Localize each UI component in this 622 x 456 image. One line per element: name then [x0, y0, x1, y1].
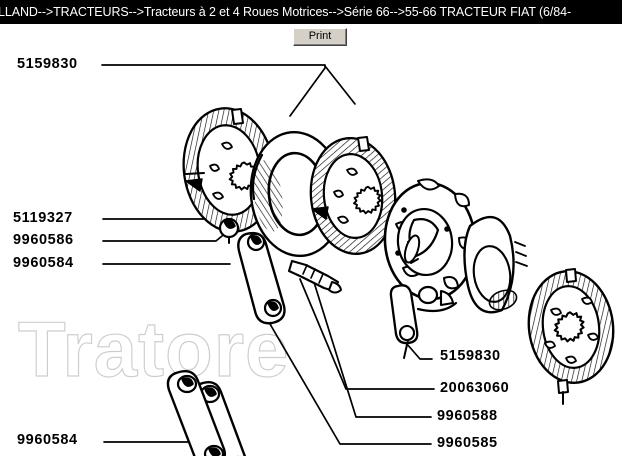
breadcrumb: LLAND-->TRACTEURS-->Tracteurs à 2 et 4 R… — [0, 5, 572, 19]
part-label-9960584[interactable]: 9960584 — [13, 255, 74, 271]
pivot-ball-stud — [218, 217, 240, 244]
link-rod-lower-pair — [166, 370, 247, 456]
part-label-5159830-bottom[interactable]: 5159830 — [440, 348, 501, 364]
release-fork — [389, 284, 458, 359]
part-label-5119327[interactable]: 5119327 — [13, 210, 73, 226]
parts-diagram: Tratore — [0, 46, 622, 456]
pressure-plate-assembly — [383, 178, 477, 307]
threaded-pin — [287, 259, 342, 294]
breadcrumb-bar: LLAND-->TRACTEURS-->Tracteurs à 2 et 4 R… — [0, 0, 622, 24]
part-label-20063060[interactable]: 20063060 — [440, 380, 510, 396]
clutch-disc-3 — [309, 136, 397, 255]
diagram-linework — [101, 64, 615, 456]
part-label-9960585[interactable]: 9960585 — [437, 435, 498, 451]
back-plate — [463, 215, 528, 314]
print-button[interactable]: Print — [293, 28, 347, 46]
link-rod-upper — [237, 231, 286, 325]
part-label-9960586[interactable]: 9960586 — [13, 232, 74, 248]
part-label-5159830-top[interactable]: 5159830 — [17, 56, 78, 72]
part-label-9960584-bottom[interactable]: 9960584 — [17, 432, 78, 448]
toolbar: Print — [0, 24, 622, 46]
clutch-disc-4 — [527, 268, 615, 405]
part-label-9960588[interactable]: 9960588 — [437, 408, 498, 424]
